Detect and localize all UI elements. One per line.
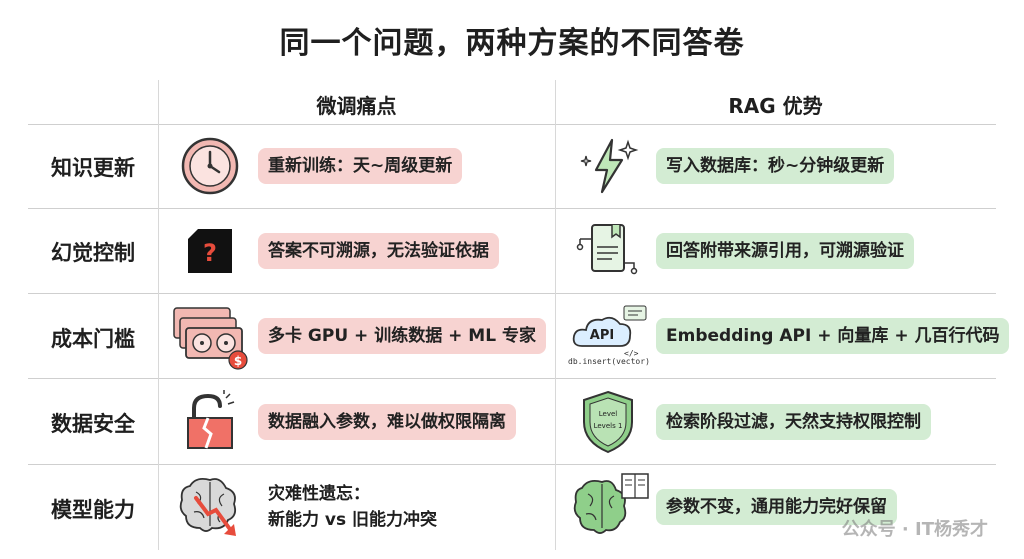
svg-text:</>: </> — [624, 349, 639, 358]
column-header-rag: RAG 优势 — [728, 94, 823, 118]
row-label: 知识更新 — [51, 156, 135, 180]
clock-icon — [181, 137, 239, 195]
svg-text:API: API — [590, 328, 614, 343]
page-title: 同一个问题，两种方案的不同答卷 — [279, 26, 745, 61]
shield-levels-icon: Level Levels 1 — [583, 390, 633, 454]
brain-decline-icon — [179, 477, 237, 536]
question-box-icon: ? — [188, 229, 232, 273]
pain-point-pill: 答案不可溯源，无法验证依据 — [258, 233, 499, 269]
row-label: 数据安全 — [51, 412, 135, 436]
pain-point-text: 新能力 vs 旧能力冲突 — [268, 510, 438, 530]
brain-book-icon — [573, 473, 649, 534]
shield-text: Level — [599, 410, 618, 418]
column-divider — [555, 80, 556, 550]
pain-point-pill: 多卡 GPU + 训练数据 + ML 专家 — [258, 318, 546, 354]
pain-point-pill: 数据融入参数，难以做权限隔离 — [258, 404, 516, 440]
row-divider — [28, 464, 996, 465]
column-header-finetune: 微调痛点 — [316, 94, 397, 118]
watermark: 公众号 · IT杨秀才 — [841, 519, 988, 540]
advantage-pill: 回答附带来源引用，可溯源验证 — [656, 233, 914, 269]
document-citation-icon — [576, 224, 638, 275]
advantage-pill: 检索阶段过滤，天然支持权限控制 — [656, 404, 931, 440]
shield-text: Levels 1 — [594, 422, 623, 430]
pain-point-pill: 重新训练：天~周级更新 — [258, 148, 463, 184]
advantage-pill: 写入数据库：秒~分钟级更新 — [656, 148, 895, 184]
row-label: 模型能力 — [51, 498, 135, 522]
gpu-cards-icon: $ — [173, 307, 248, 370]
comparison-table: 微调痛点 RAG 优势 知识更新 重新训练：天~周级更新 写入数据库：秒~分钟级… — [28, 80, 1010, 550]
broken-lock-icon — [187, 390, 235, 449]
row-divider — [28, 208, 996, 209]
advantage-pill: Embedding API + 向量库 + 几百行代码 — [656, 318, 1010, 354]
row-label: 成本门槛 — [51, 327, 135, 351]
row-label: 幻觉控制 — [51, 241, 135, 265]
svg-text:?: ? — [203, 239, 217, 267]
svg-text:$: $ — [234, 354, 242, 368]
row-divider — [28, 293, 996, 294]
api-cloud-icon: API </> — [572, 305, 647, 358]
column-divider — [158, 80, 159, 550]
lightning-sparkle-icon — [580, 138, 639, 194]
api-caption: db.insert(vector) — [568, 357, 650, 366]
row-divider — [28, 378, 996, 379]
advantage-pill: 参数不变，通用能力完好保留 — [656, 489, 897, 525]
header-divider — [28, 124, 996, 125]
pain-point-text: 灾难性遗忘： — [268, 484, 370, 504]
